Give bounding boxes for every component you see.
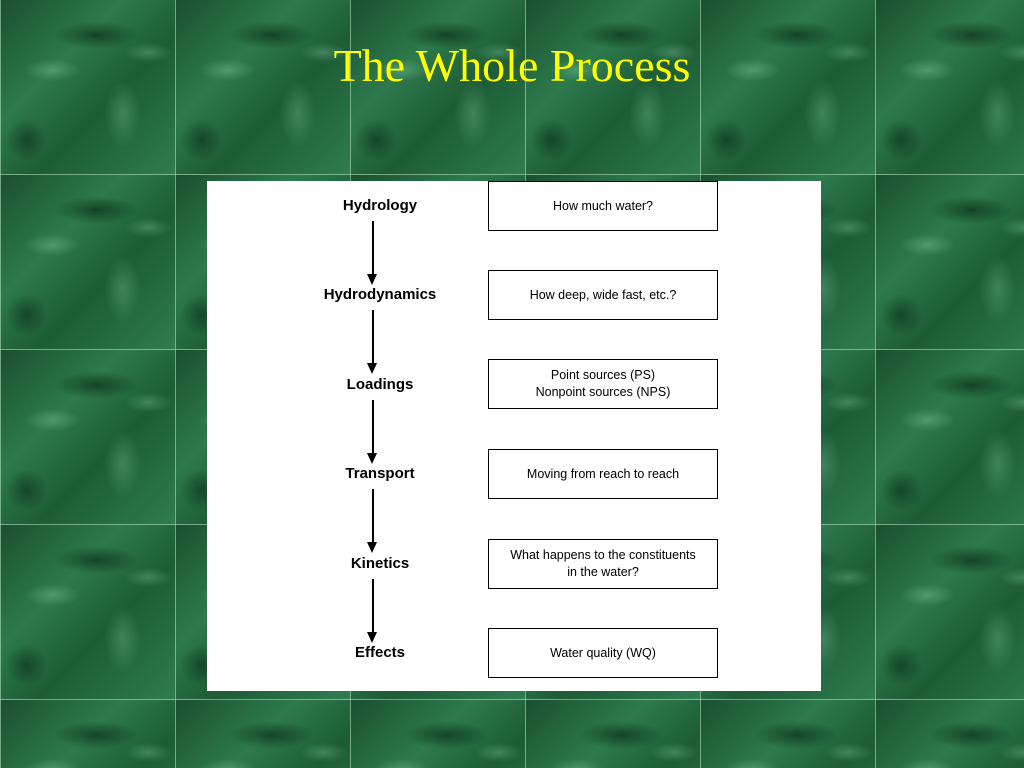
process-diagram: Hydrology How much water? Hydrodynamics …	[207, 181, 821, 691]
flow-arrow-down	[366, 221, 380, 285]
stage-transport-description: Moving from reach to reach	[488, 449, 718, 499]
stage-effects-description: Water quality (WQ)	[488, 628, 718, 678]
flow-arrow-down	[366, 579, 380, 643]
flow-arrow-down	[366, 400, 380, 464]
slide-title: The Whole Process	[333, 40, 691, 91]
arrowhead-icon	[367, 542, 377, 553]
stage-kinetics-description: What happens to the constituents in the …	[488, 539, 718, 589]
stage-transport-label: Transport	[345, 465, 415, 482]
stage-loadings-description: Point sources (PS) Nonpoint sources (NPS…	[488, 359, 718, 409]
stage-hydrodynamics-label: Hydrodynamics	[323, 286, 437, 303]
stage-loadings-label: Loadings	[346, 376, 414, 393]
arrowhead-icon	[367, 274, 377, 285]
arrowhead-icon	[367, 363, 377, 374]
stage-effects-label: Effects	[354, 644, 406, 661]
stage-hydrology-label: Hydrology	[342, 197, 418, 214]
flow-arrow-down	[366, 489, 380, 553]
stage-kinetics-label: Kinetics	[350, 555, 410, 572]
arrowhead-icon	[367, 453, 377, 464]
arrowhead-icon	[367, 632, 377, 643]
flow-arrow-down	[366, 310, 380, 374]
stage-hydrology-description: How much water?	[488, 181, 718, 231]
stage-hydrodynamics-description: How deep, wide fast, etc.?	[488, 270, 718, 320]
